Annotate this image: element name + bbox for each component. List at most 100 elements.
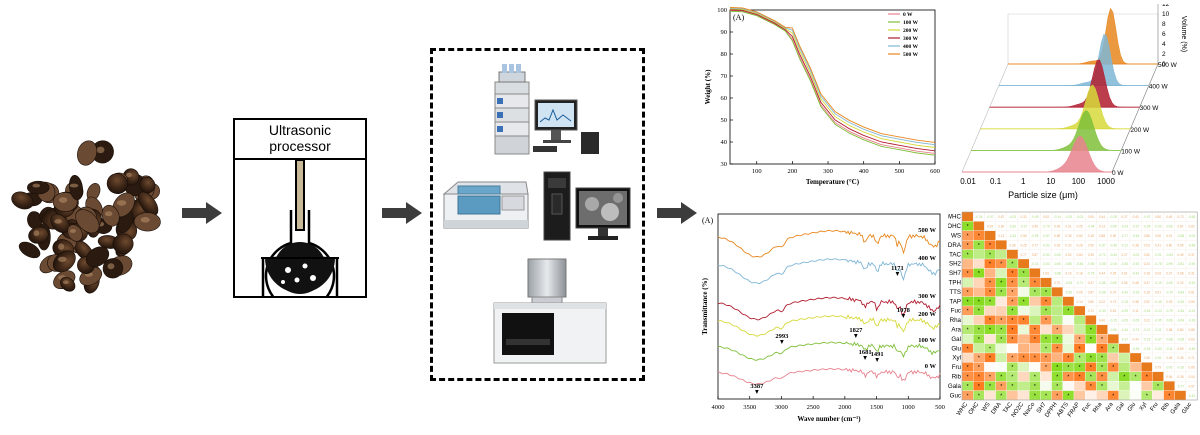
- heatmap-coefficient: -0.68: [1166, 337, 1173, 341]
- heatmap-coefficient: -0.70: [1166, 290, 1173, 294]
- ftir-x-tick-label: 1000: [902, 404, 915, 411]
- heatmap-cell: [1029, 296, 1041, 307]
- heatmap-coefficient: -0.77: [1121, 234, 1128, 238]
- heatmap-col-label: Glu: [1127, 402, 1137, 413]
- heatmap-cell: [1062, 324, 1075, 335]
- heatmap-coefficient: 0.55: [1020, 234, 1026, 238]
- heatmap-coefficient: 0.77: [1032, 243, 1038, 247]
- heatmap-coefficient: 0.81: [1188, 290, 1194, 294]
- heatmap-diagonal-cell: [1017, 258, 1030, 269]
- heatmap-coefficient: 0.28: [1177, 375, 1183, 379]
- heatmap-coefficient: -0.65: [1054, 262, 1061, 266]
- heatmap-coefficient: -0.81: [1177, 262, 1184, 266]
- heatmap-coefficient: 0.84: [1076, 253, 1082, 257]
- heatmap-diagonal-cell: [984, 230, 996, 241]
- heatmap-cell: [1017, 390, 1030, 401]
- tga-x-tick-label: 400: [859, 168, 869, 175]
- tga-legend-label: 0 W: [903, 12, 913, 18]
- heatmap-diagonal-cell: [1118, 343, 1131, 354]
- heatmap-row-label: Fuc: [951, 308, 961, 315]
- ftir-x-tick-label: 500: [935, 404, 945, 411]
- heatmap-cell: [1051, 296, 1063, 307]
- heatmap-coefficient: 0.38: [1132, 300, 1138, 304]
- husk-piece: [75, 209, 100, 234]
- husk-highlight: [107, 263, 115, 270]
- heatmap-coefficient: 0.44: [1099, 215, 1105, 219]
- hplc-instrument-icon: [494, 64, 599, 155]
- heatmap-coefficient: -0.02: [1132, 253, 1139, 257]
- heatmap-coefficient: 0.47: [1088, 281, 1094, 285]
- heatmap-significance-mark: *: [978, 309, 980, 315]
- heatmap-coefficient: 0.39: [1088, 253, 1094, 257]
- heatmap-cell: [1062, 343, 1075, 354]
- heatmap-col-label: Fuc: [1082, 402, 1093, 414]
- heatmap-significance-mark: *: [967, 384, 969, 390]
- heatmap-row-label: OHC: [948, 223, 962, 230]
- husk-highlight: [54, 219, 62, 224]
- heatmap-coefficient: 0.89: [1054, 234, 1060, 238]
- tga-series-line: [729, 7, 936, 143]
- heatmap-significance-mark: *: [1112, 346, 1114, 352]
- ftir-y-axis-label: Transmittance (%): [701, 277, 709, 334]
- heatmap-coefficient: 0.72: [1088, 309, 1094, 313]
- heatmap-coefficient: -0.54: [1166, 253, 1173, 257]
- heatmap-coefficient: -0.50: [1054, 253, 1061, 257]
- heatmap-col-label: NO2C: [1011, 401, 1026, 419]
- husk-highlight: [33, 230, 40, 237]
- heatmap-cell: [1040, 371, 1052, 382]
- heatmap-significance-mark: *: [1079, 365, 1081, 371]
- heatmap-significance-mark: *: [1101, 384, 1103, 390]
- heatmap-coefficient: -0.57: [986, 215, 993, 219]
- heatmap-significance-mark: *: [1011, 271, 1013, 277]
- psd-z-tick-label: 0: [1162, 61, 1166, 68]
- heatmap-coefficient: -0.30: [1009, 225, 1016, 229]
- heatmap-cell: [995, 343, 1007, 354]
- ftir-spectrometer-icon: [442, 181, 529, 229]
- heatmap-significance-mark: *: [1112, 393, 1114, 399]
- heatmap-cell: [961, 352, 974, 363]
- heatmap-coefficient: -0.87: [1098, 243, 1105, 247]
- heatmap-coefficient: -0.71: [1076, 281, 1083, 285]
- heatmap-significance-mark: *: [1011, 375, 1013, 381]
- heatmap-significance-mark: *: [1011, 290, 1013, 296]
- heatmap-col-label: DPPH: [1044, 402, 1058, 419]
- heatmap-coefficient: -0.22: [1143, 337, 1150, 341]
- heatmap-significance-mark: *: [1157, 384, 1159, 390]
- heatmap-coefficient: 0.86: [1144, 234, 1150, 238]
- arrow-icon: [182, 202, 222, 224]
- heatmap-col-label: Gluc: [1181, 402, 1193, 416]
- heatmap-significance-mark: *: [1045, 318, 1047, 324]
- husk-highlight: [96, 146, 105, 154]
- heatmap-significance-mark: *: [1000, 262, 1002, 268]
- heatmap-row-label: Ara: [951, 327, 961, 334]
- husk-piece: [69, 175, 83, 201]
- heatmap-coefficient: -0.39: [1188, 319, 1195, 323]
- heatmap-coefficient: -0.33: [1098, 309, 1105, 313]
- heatmap-significance-mark: *: [1034, 384, 1036, 390]
- psd-series-label: 100 W: [1121, 148, 1141, 155]
- heatmap-cell: [1017, 334, 1030, 344]
- heatmap-coefficient: -0.84: [1076, 262, 1083, 266]
- heatmap-coefficient: -0.16: [1177, 366, 1184, 370]
- heatmap-coefficient: 0.45: [1032, 225, 1038, 229]
- heatmap-coefficient: -0.44: [1087, 225, 1094, 229]
- psd-x-tick-label: 10: [1046, 177, 1055, 186]
- heatmap-significance-mark: *: [967, 290, 969, 296]
- heatmap-col-label: SH7: [1036, 401, 1048, 415]
- husk-highlight: [62, 280, 69, 285]
- husk-piece: [18, 241, 41, 259]
- heatmap-coefficient: 0.50: [1144, 253, 1150, 257]
- heatmap-cell: [984, 305, 996, 316]
- heatmap-coefficient: 0.01: [1065, 225, 1071, 229]
- ftir-peak-label: 1491: [871, 351, 884, 358]
- heatmap-coefficient: -0.68: [1177, 234, 1184, 238]
- heatmap-coefficient: -0.43: [1121, 328, 1128, 332]
- heatmap-significance-mark: *: [978, 384, 980, 390]
- husk-highlight: [140, 217, 150, 223]
- heatmap-coefficient: 0.49: [1177, 253, 1183, 257]
- psd-series-label: 400 W: [1149, 84, 1169, 91]
- heatmap-coefficient: 0.41: [1155, 243, 1161, 247]
- heatmap-coefficient: -0.95: [1110, 225, 1117, 229]
- heatmap-coefficient: -0.66: [1166, 225, 1173, 229]
